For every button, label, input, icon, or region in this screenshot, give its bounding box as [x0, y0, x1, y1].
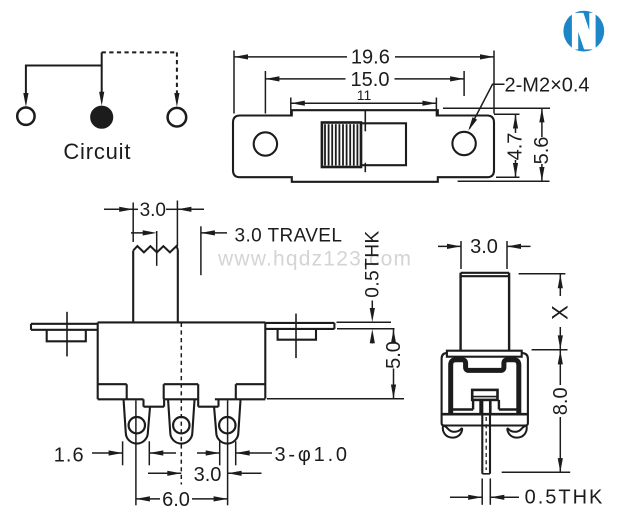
- svg-text:8.0: 8.0: [550, 387, 572, 415]
- svg-text:0.5THK: 0.5THK: [525, 486, 605, 508]
- svg-text:Circuit: Circuit: [63, 139, 131, 164]
- svg-text:3.0 TRAVEL: 3.0 TRAVEL: [235, 225, 343, 246]
- svg-text:4.7: 4.7: [505, 133, 527, 161]
- svg-text:3.0: 3.0: [470, 236, 498, 258]
- svg-text:19.6: 19.6: [351, 47, 390, 69]
- svg-text:3.0: 3.0: [140, 200, 166, 221]
- svg-text:15.0: 15.0: [351, 69, 390, 91]
- svg-text:6.0: 6.0: [162, 489, 190, 511]
- svg-text:5.0: 5.0: [383, 341, 405, 369]
- svg-text:3-φ1.0: 3-φ1.0: [275, 444, 350, 466]
- svg-text:5.6: 5.6: [531, 137, 553, 165]
- svg-text:2-M2×0.4: 2-M2×0.4: [505, 75, 590, 97]
- svg-text:3.0: 3.0: [194, 464, 222, 486]
- svg-text:www.hqdz123.com: www.hqdz123.com: [217, 248, 412, 271]
- svg-text:1.6: 1.6: [54, 445, 85, 467]
- svg-text:0.5THK: 0.5THK: [363, 230, 384, 297]
- svg-text:11: 11: [357, 87, 372, 103]
- svg-text:X: X: [548, 305, 573, 320]
